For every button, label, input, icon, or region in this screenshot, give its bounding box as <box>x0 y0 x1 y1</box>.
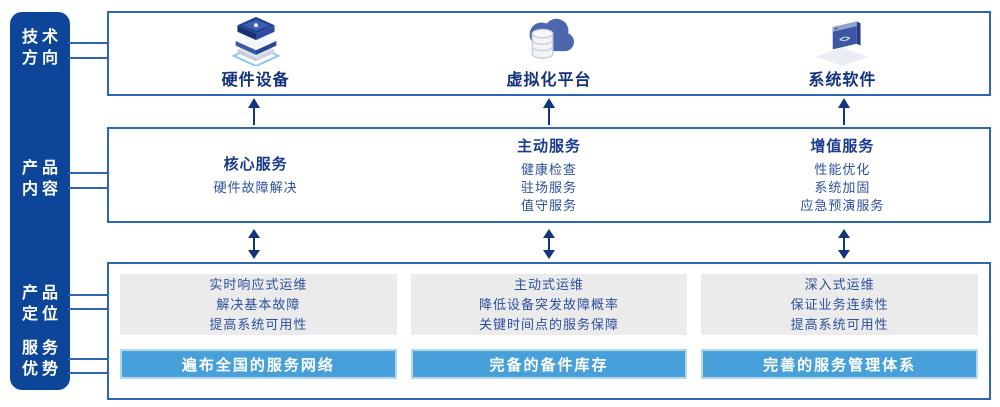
service-item: 值守服务 <box>520 198 577 213</box>
sidebar: 技术 方向 产品 内容 产品 定位 服务 优势 <box>10 12 70 390</box>
service-column-value-added: 增值服务 性能优化 系统加固 应急预演服务 <box>696 129 989 221</box>
bottom-column-realtime: 实时响应式运维 解决基本故障 提高系统可用性 遍布全国的服务网络 <box>120 274 397 398</box>
service-item: 应急预演服务 <box>800 198 885 213</box>
positioning-line: 关键时间点的服务保障 <box>479 316 620 332</box>
sidebar-label-service-advantage: 服务 优势 <box>10 338 70 380</box>
tech-direction-box: 硬件设备 虚拟化平台 <box>107 11 991 96</box>
svg-text:<>: <> <box>839 32 852 45</box>
connector-line <box>68 308 109 310</box>
connector-line <box>68 372 109 374</box>
arrow-band-double <box>107 228 991 260</box>
sidebar-label-line: 产品 <box>21 285 62 302</box>
service-item: 驻场服务 <box>520 180 577 195</box>
positioning-panel: 深入式运维 保证业务连续性 提高系统可用性 <box>701 274 979 335</box>
up-arrow-icon <box>107 97 402 125</box>
sidebar-label-line: 服务 <box>21 340 62 357</box>
product-content-box: 核心服务 硬件故障解决 主动服务 健康检查 驻场服务 值守服务 增值服务 性能优… <box>107 127 991 223</box>
positioning-line: 深入式运维 <box>804 276 875 292</box>
service-item: 系统加固 <box>814 180 871 195</box>
service-item: 硬件故障解决 <box>213 180 298 195</box>
sidebar-label-line: 产品 <box>21 160 62 177</box>
advantage-bar: 遍布全国的服务网络 <box>120 349 397 379</box>
connector-line <box>68 57 109 59</box>
advantage-bar: 完备的备件库存 <box>410 349 688 379</box>
service-title: 增值服务 <box>810 138 875 155</box>
positioning-panel: 实时响应式运维 解决基本故障 提高系统可用性 <box>120 274 397 335</box>
positioning-line: 提高系统可用性 <box>209 316 308 332</box>
tech-column-system-software: <> 系统软件 <box>696 13 989 94</box>
tech-column-virtualization: 虚拟化平台 <box>402 13 695 94</box>
double-arrow-icon <box>107 228 402 260</box>
positioning-line: 提高系统可用性 <box>790 316 889 332</box>
service-item: 性能优化 <box>814 162 871 177</box>
service-item: 健康检查 <box>520 162 577 177</box>
sidebar-label-product-position: 产品 定位 <box>10 283 70 325</box>
connector-line <box>68 42 109 44</box>
cloud-database-icon <box>513 18 585 64</box>
service-column-active: 主动服务 健康检查 驻场服务 值守服务 <box>402 129 695 221</box>
tech-column-hardware: 硬件设备 <box>109 13 402 94</box>
double-arrow-icon <box>696 228 991 260</box>
advantage-bar: 完善的服务管理体系 <box>701 349 979 379</box>
double-arrow-icon <box>402 228 697 260</box>
positioning-line: 实时响应式运维 <box>209 276 308 292</box>
tech-label: 硬件设备 <box>221 71 290 89</box>
up-arrow-icon <box>402 97 697 125</box>
sidebar-label-tech-direction: 技术 方向 <box>10 27 70 69</box>
connector-line <box>68 358 109 360</box>
positioning-line: 解决基本故障 <box>216 296 301 312</box>
tech-label: 系统软件 <box>808 71 877 89</box>
sidebar-label-product-content: 产品 内容 <box>10 158 70 200</box>
connector-line <box>68 172 109 174</box>
bottom-column-indepth: 深入式运维 保证业务连续性 提高系统可用性 完善的服务管理体系 <box>701 274 979 398</box>
sidebar-label-line: 内容 <box>21 181 62 198</box>
sidebar-label-line: 定位 <box>21 306 62 323</box>
sidebar-label-line: 技术 <box>21 29 62 46</box>
positioning-line: 保证业务连续性 <box>790 296 889 312</box>
tech-label: 虚拟化平台 <box>506 71 592 89</box>
positioning-panel: 主动式运维 降低设备突发故障概率 关键时间点的服务保障 <box>410 274 688 335</box>
sidebar-label-line: 优势 <box>21 361 62 378</box>
sidebar-label-line: 方向 <box>21 50 62 67</box>
service-column-core: 核心服务 硬件故障解决 <box>109 129 402 221</box>
service-title: 核心服务 <box>223 156 288 173</box>
positioning-advantage-box: 实时响应式运维 解决基本故障 提高系统可用性 遍布全国的服务网络 主动式运维 降… <box>107 262 991 400</box>
connector-line <box>68 294 109 296</box>
positioning-line: 主动式运维 <box>514 276 585 292</box>
up-arrow-icon <box>696 97 991 125</box>
server-stack-icon <box>220 16 292 66</box>
service-title: 主动服务 <box>516 138 581 155</box>
bottom-column-proactive: 主动式运维 降低设备突发故障概率 关键时间点的服务保障 完备的备件库存 <box>410 274 688 398</box>
code-window-icon: <> <box>806 18 878 66</box>
connector-line <box>68 187 109 189</box>
positioning-line: 降低设备突发故障概率 <box>479 296 620 312</box>
arrow-band-up <box>107 97 991 125</box>
